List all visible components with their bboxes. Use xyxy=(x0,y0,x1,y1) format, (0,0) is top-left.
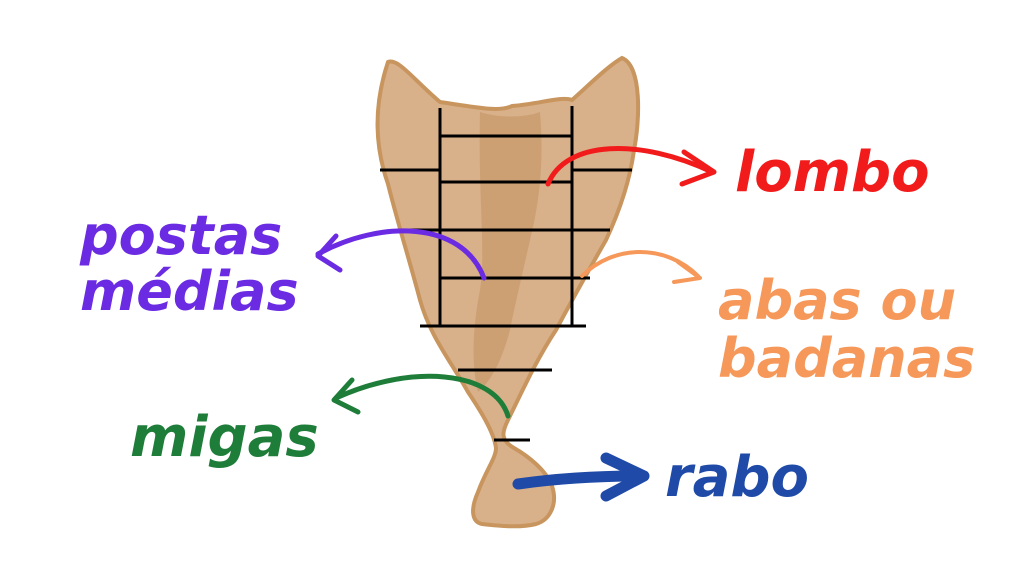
arrow-lombo xyxy=(545,146,717,187)
label-abas-line1: abas ou xyxy=(718,269,957,332)
cut-lines xyxy=(380,106,632,442)
label-postas-line1: postas xyxy=(80,204,283,267)
fish-body xyxy=(375,55,641,529)
label-lombo: lombo xyxy=(735,140,930,205)
label-migas: migas xyxy=(130,405,319,470)
arrow-abas xyxy=(580,250,702,284)
label-abas-line2: badanas xyxy=(718,327,976,390)
label-abas-badanas: abas ou badanas xyxy=(718,272,975,388)
label-postas-medias: postas médias xyxy=(80,208,299,320)
label-postas-line2: médias xyxy=(80,260,299,323)
arrow-rabo xyxy=(512,452,650,502)
arrow-migas xyxy=(331,373,511,419)
label-rabo: rabo xyxy=(665,445,809,510)
arrow-postas xyxy=(315,228,487,281)
